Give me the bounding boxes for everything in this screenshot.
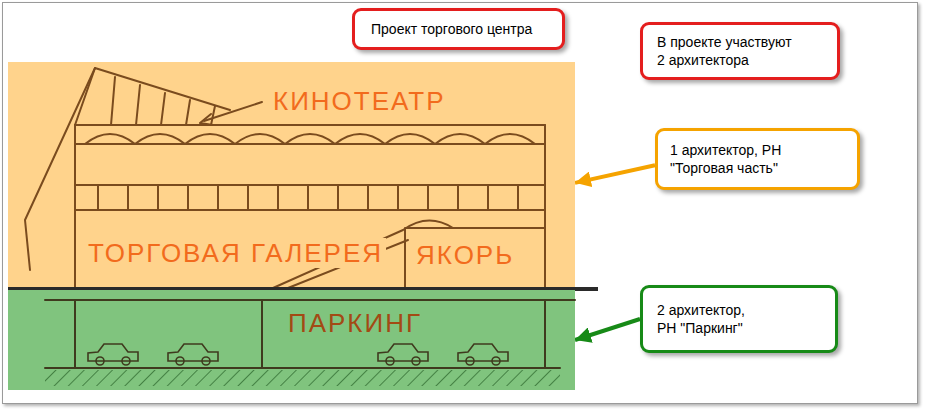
sketch-label: КИНОТЕАТР: [270, 86, 449, 116]
callout-arrow: [575, 319, 640, 340]
car-icon: [202, 357, 210, 365]
roof-rafters: [111, 77, 215, 125]
cinema-leader: [204, 102, 262, 121]
car-icon: [168, 344, 218, 365]
car-icon: [96, 357, 104, 365]
callout-arrow: [575, 165, 655, 183]
box-text: 2 архитектор, РН "Паркинг": [657, 301, 755, 337]
parking-sketch: [8, 290, 575, 390]
awning-arches: [85, 134, 535, 144]
car-icon: [458, 344, 508, 361]
ground-hatch: [45, 370, 560, 386]
note-box: В проекте участвуют 2 архитектора: [640, 22, 840, 80]
cinema-leader-head: [200, 114, 213, 125]
balustrade: [98, 185, 518, 210]
architect-box: 1 архитектор, РН "Торговая часть": [655, 128, 860, 190]
parking-ceiling: [45, 299, 575, 301]
car-icon: [122, 357, 130, 365]
car-icon: [88, 344, 138, 361]
sketch-label: ПАРКИНГ: [285, 308, 425, 338]
car-icon: [378, 344, 428, 365]
parking-columns: [75, 300, 545, 368]
car-icon: [458, 344, 508, 365]
car-icon: [378, 344, 428, 361]
car-icon: [176, 357, 184, 365]
car-icon: [88, 344, 138, 365]
car-icon: [412, 357, 420, 365]
sketch-label: ЯКОРЬ: [413, 240, 517, 270]
car-icon: [168, 344, 218, 361]
box-text: Проект торгового центра: [371, 20, 532, 38]
roof-inner: [75, 68, 95, 125]
sketch-label: ТОРГОВАЯ ГАЛЕРЕЯ: [85, 238, 386, 268]
parking-floor: [45, 367, 560, 369]
cinema-level: [75, 125, 545, 144]
building-walls: [75, 125, 545, 288]
title-box: Проект торгового центра: [352, 8, 565, 50]
architect-box: 2 архитектор, РН "Паркинг": [640, 285, 838, 353]
floor-lines: [75, 185, 545, 210]
anchor-section: [405, 228, 545, 288]
box-text: 1 архитектор, РН "Торговая часть": [670, 141, 845, 177]
building-sketch: [25, 68, 545, 288]
car-icon: [466, 357, 474, 365]
retail-band: КИНОТЕАТР ТОРГОВАЯ ГАЛЕРЕЯ ЯКОРЬ: [8, 62, 575, 290]
car-icon: [386, 357, 394, 365]
parking-sketch: [45, 300, 575, 368]
car-icon: [492, 357, 500, 365]
parking-band: ПАРКИНГ: [8, 290, 575, 390]
box-text: В проекте участвуют 2 архитектора: [657, 33, 796, 69]
